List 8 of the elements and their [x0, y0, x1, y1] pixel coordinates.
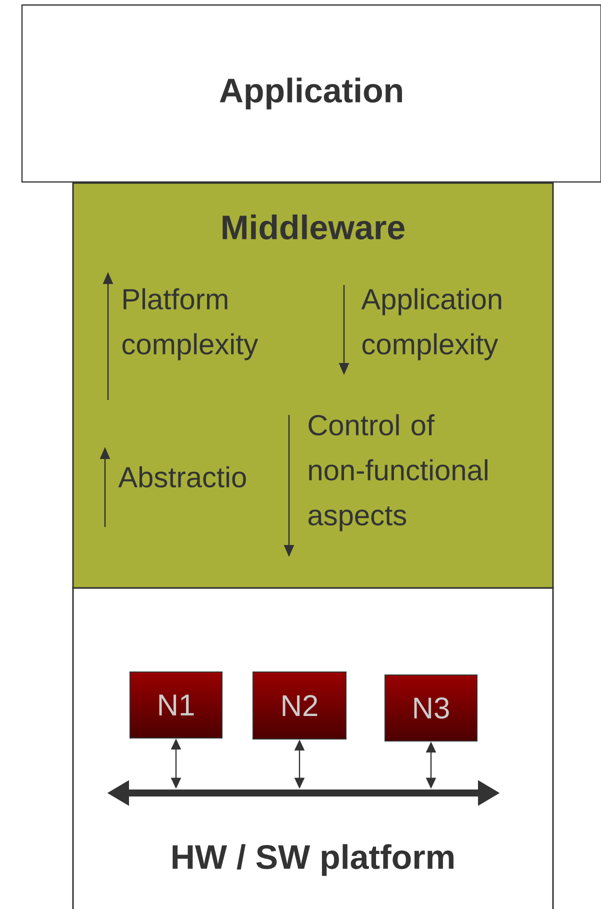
- label-text: Application complexity: [361, 288, 502, 360]
- label-text: Platform complexity: [122, 288, 258, 360]
- label-text: Control of non-functional aspects: [308, 414, 488, 532]
- layer-box: Application: [21, 4, 601, 183]
- node-box: N3: [384, 674, 478, 742]
- node-box: N1: [130, 672, 222, 738]
- label-text: Abstractio: [118, 466, 246, 488]
- node-box: N2: [252, 672, 346, 740]
